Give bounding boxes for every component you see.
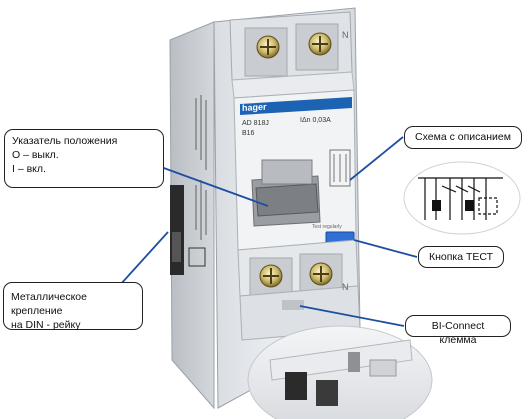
bottom-terminal-screw-left [259, 264, 283, 288]
top-terminal-screw-right [308, 32, 332, 56]
top-terminal-screw-left [256, 35, 280, 59]
callout-scheme-label: Схема с описанием [415, 131, 511, 143]
front-scheme-mark [329, 149, 351, 187]
callout-test-button: Кнопка ТЕСТ [418, 246, 504, 268]
callout-position-line-3: I – вкл. [12, 162, 46, 175]
rating-label: B16 [242, 130, 255, 137]
rcbo-device [169, 7, 361, 410]
test-regularly-label: Test regularly [312, 224, 342, 230]
leader-lines [119, 136, 418, 327]
bi-connect-zoom-photo [247, 325, 433, 419]
bottom-terminal-screw-right [309, 262, 333, 286]
callout-din-line-2: на DIN - рейку [11, 318, 81, 331]
callout-din-mount: Металлическое крепление на DIN - рейку [3, 282, 143, 331]
brand-stripe [240, 97, 352, 115]
callout-bi-connect-label: BI-Connect клемма [431, 320, 485, 346]
neutral-marking-top: N [342, 30, 349, 40]
callout-position-indicator: Указатель положения O – выкл. I – вкл. [4, 129, 164, 188]
callout-test-label: Кнопка ТЕСТ [428, 251, 494, 263]
toggle-lever [255, 183, 319, 217]
callout-din-line-1: Металлическое крепление [11, 291, 87, 317]
callout-position-line-2: O – выкл. [12, 148, 59, 161]
scheme-diagram [403, 161, 521, 235]
callout-position-line-1: Указатель положения [12, 135, 118, 147]
callout-scheme: Схема с описанием [404, 126, 522, 149]
model-label: AD 818J [242, 120, 269, 127]
callout-bi-connect: BI-Connect клемма [405, 315, 511, 346]
neutral-marking-bottom: N [342, 282, 349, 292]
sensitivity-label: IΔn 0,03A [300, 117, 331, 124]
